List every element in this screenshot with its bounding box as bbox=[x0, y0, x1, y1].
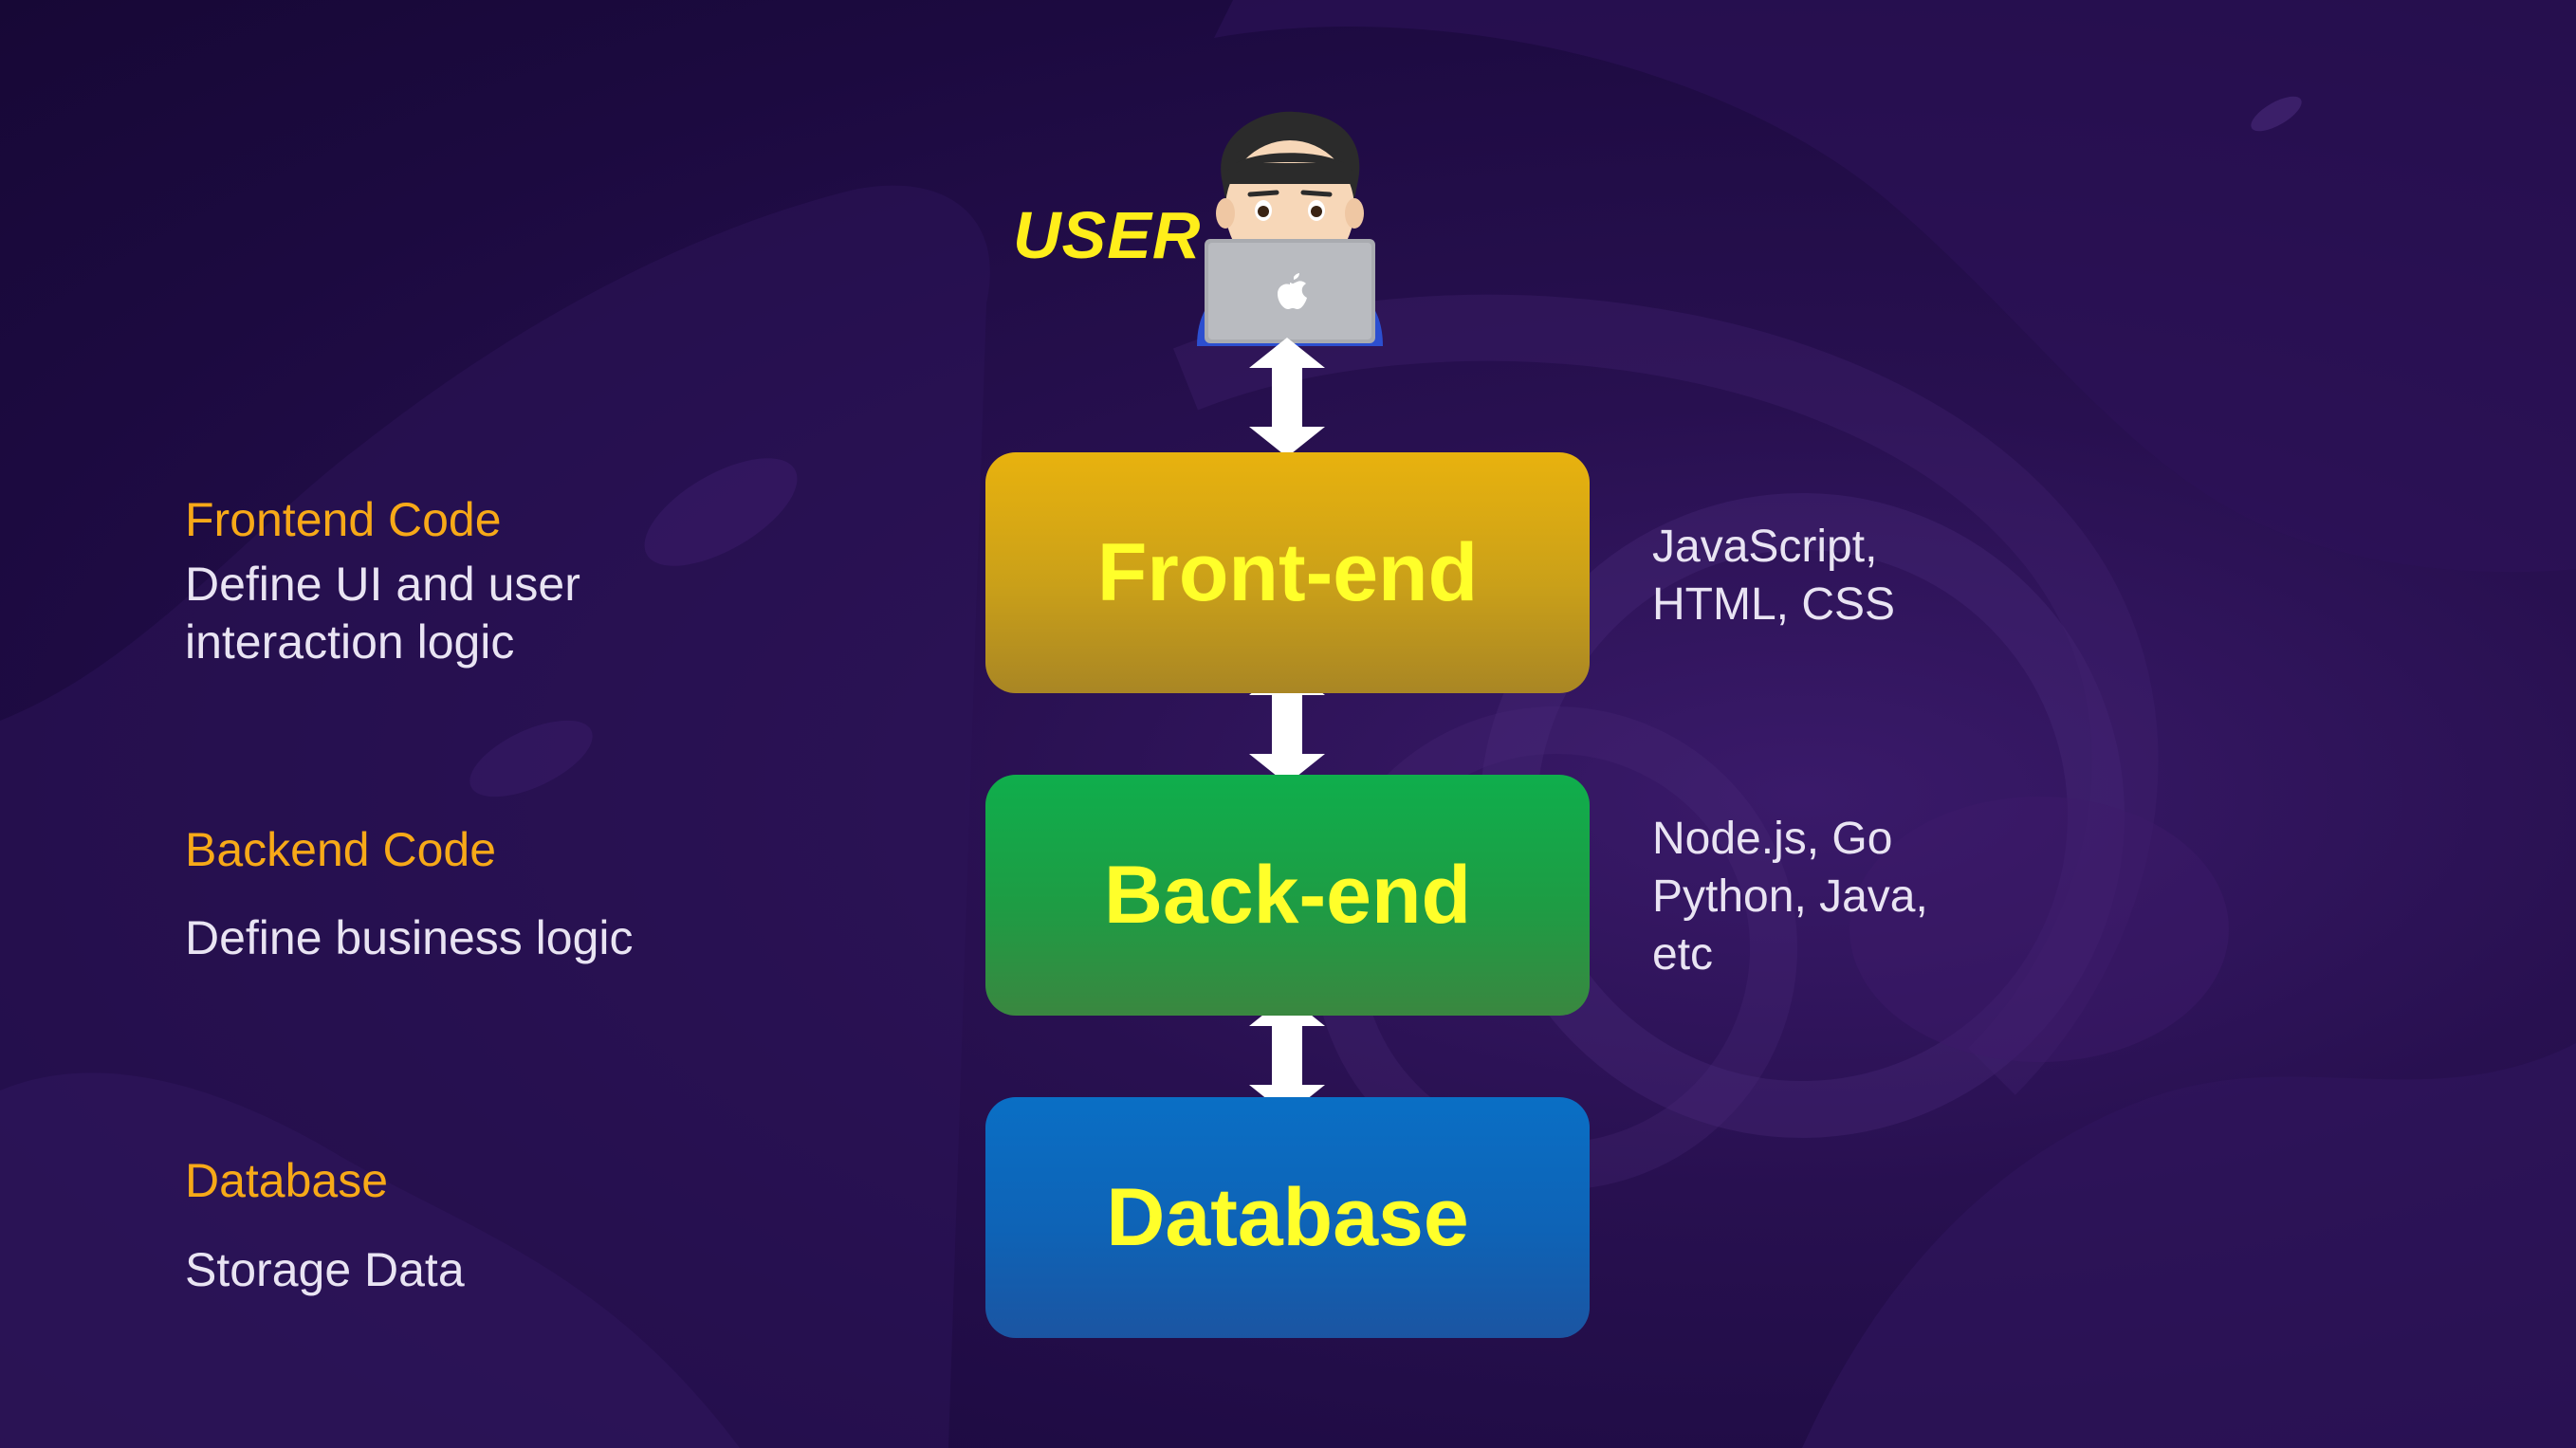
backend-box: Back-end bbox=[985, 775, 1590, 1016]
backend-technologies: Node.js, Go Python, Java, etc bbox=[1652, 814, 1928, 980]
backend-code-description: Define business logic bbox=[185, 911, 634, 964]
backend-box-label: Back-end bbox=[1103, 849, 1472, 941]
double-arrow-icon bbox=[1249, 665, 1325, 784]
frontend-code-heading: Frontend Code bbox=[185, 493, 502, 546]
double-arrow-icon bbox=[1249, 338, 1325, 457]
database-box: Database bbox=[985, 1097, 1590, 1338]
database-box-label: Database bbox=[1106, 1171, 1469, 1263]
double-arrow-icon bbox=[1249, 996, 1325, 1115]
backend-code-heading: Backend Code bbox=[185, 823, 497, 876]
frontend-box-label: Front-end bbox=[1096, 526, 1479, 618]
user-label: USER bbox=[1013, 198, 1202, 272]
user-laptop-icon bbox=[1197, 111, 1383, 346]
frontend-code-description: Define UI and user interaction logic bbox=[185, 558, 580, 669]
frontend-technologies: JavaScript, HTML, CSS bbox=[1652, 522, 1896, 630]
frontend-box: Front-end bbox=[985, 452, 1590, 693]
database-description: Storage Data bbox=[185, 1243, 465, 1296]
database-heading: Database bbox=[185, 1154, 389, 1207]
